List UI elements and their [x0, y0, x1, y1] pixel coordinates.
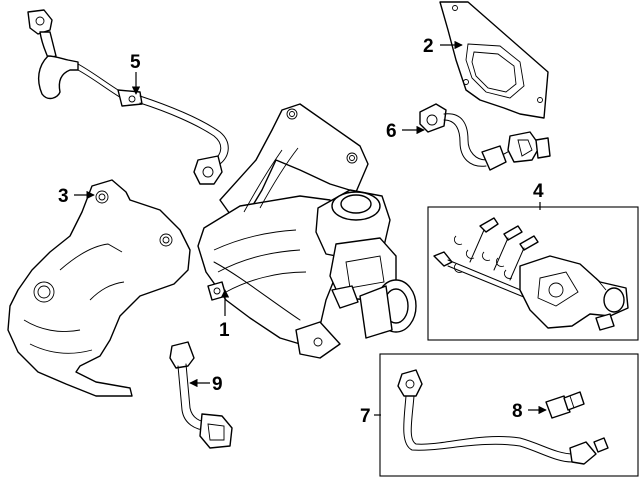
part-3-heat-shield[interactable]: [7, 179, 191, 397]
callout-label-7: 7: [360, 406, 371, 427]
callout-7: 7: [360, 406, 381, 427]
callout-6: 6: [386, 121, 425, 142]
callout-9: 9: [189, 374, 223, 395]
callout-2: 2: [423, 36, 463, 57]
part-7-kit-box: [379, 353, 639, 477]
callout-label-6: 6: [386, 121, 397, 142]
part-5-oil-feed-line[interactable]: [27, 9, 229, 185]
callout-label-1: 1: [219, 320, 230, 341]
part-4-kit-box: [427, 206, 639, 341]
callout-5: 5: [130, 52, 141, 95]
callout-8: 8: [512, 401, 547, 422]
callout-3: 3: [58, 186, 95, 207]
callout-label-2: 2: [423, 36, 434, 57]
part-6-sensor-line[interactable]: [419, 103, 551, 171]
part-9-drain-pipe[interactable]: [169, 341, 233, 449]
callout-label-5: 5: [130, 52, 141, 73]
part-4-actuator-kit[interactable]: [433, 217, 629, 331]
part-1-turbocharger[interactable]: [197, 103, 417, 359]
callout-label-9: 9: [212, 374, 223, 395]
callout-label-8: 8: [512, 401, 523, 422]
callout-label-3: 3: [58, 186, 69, 207]
part-7-oil-line[interactable]: [397, 369, 609, 465]
callout-4: 4: [533, 181, 544, 210]
callout-label-4: 4: [533, 181, 544, 202]
part-2-gasket[interactable]: [439, 1, 549, 119]
part-8-sensor[interactable]: [545, 391, 585, 419]
callout-1: 1: [219, 289, 230, 341]
